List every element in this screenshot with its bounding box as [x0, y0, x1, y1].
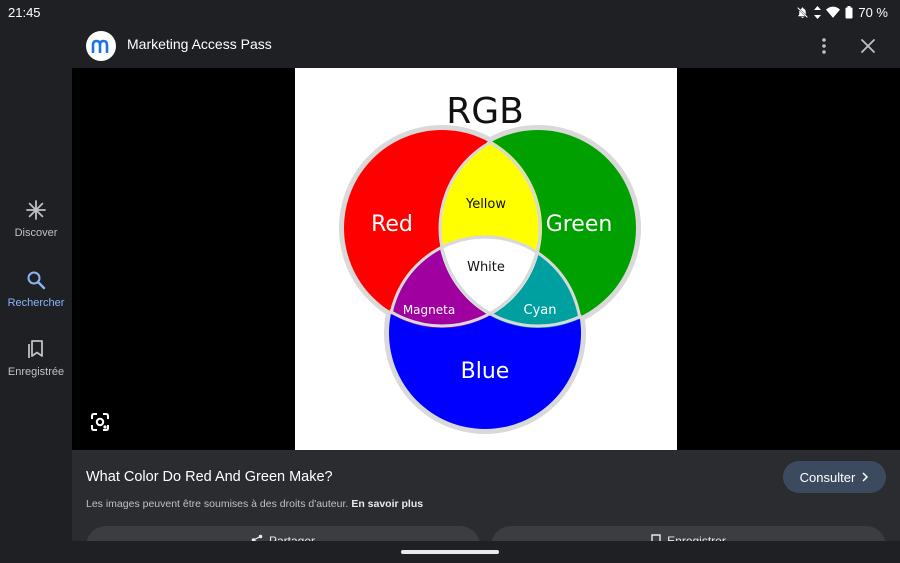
- notifications-off-icon: [796, 6, 809, 19]
- close-icon: [861, 39, 875, 53]
- rail-item-enregistree[interactable]: Enregistrée: [0, 339, 72, 378]
- battery-icon: [845, 5, 853, 19]
- more-options-button[interactable]: [814, 36, 834, 56]
- home-gesture-handle[interactable]: [401, 550, 499, 554]
- rgb-venn-diagram: RGB Red Green Blue Yellow White Magneta …: [339, 91, 641, 434]
- close-button[interactable]: [858, 36, 878, 56]
- chevron-right-icon: [861, 470, 869, 485]
- status-bar: 21:45 70 %: [0, 0, 900, 24]
- result-title[interactable]: What Color Do Red And Green Make?: [86, 469, 333, 485]
- rail-item-label: Rechercher: [7, 297, 65, 309]
- battery-level: 70 %: [858, 4, 888, 20]
- more-vert-icon: [822, 38, 826, 54]
- rail-item-label: Enregistrée: [7, 366, 65, 378]
- rail-item-rechercher[interactable]: Rechercher: [0, 270, 72, 309]
- navigation-rail: Discover Rechercher Enregistrée: [0, 24, 72, 563]
- page-title: Marketing Access Pass: [127, 36, 272, 52]
- cyan-overlap: [438, 237, 581, 328]
- consulter-button[interactable]: Consulter: [783, 461, 886, 493]
- label-magenta: Magneta: [403, 303, 455, 317]
- rail-item-label: Discover: [14, 227, 58, 239]
- lens-icon: [91, 413, 109, 431]
- rail-item-discover[interactable]: Discover: [0, 200, 72, 239]
- label-green: Green: [546, 212, 613, 237]
- data-arrows-icon: [814, 5, 822, 19]
- rgb-venn-image[interactable]: RGB Red Green Blue Yellow White Magneta …: [295, 68, 677, 450]
- label-red: Red: [371, 212, 413, 237]
- venn-title: RGB: [446, 91, 524, 132]
- copyright-notice: Les images peuvent être soumises à des d…: [86, 498, 423, 510]
- gesture-nav-area: [0, 541, 900, 563]
- asterisk-icon: [26, 200, 46, 223]
- label-blue: Blue: [461, 359, 510, 384]
- status-icons: 70 %: [796, 5, 888, 20]
- top-app-bar: Marketing Access Pass: [72, 24, 900, 68]
- lens-search-button[interactable]: [89, 411, 111, 433]
- site-logo-icon: [91, 39, 109, 53]
- image-viewer: RGB Red Green Blue Yellow White Magneta …: [72, 68, 900, 450]
- label-yellow: Yellow: [465, 197, 506, 212]
- label-cyan: Cyan: [524, 303, 557, 318]
- learn-more-link[interactable]: En savoir plus: [351, 498, 424, 510]
- bookmark-icon: [26, 339, 46, 362]
- site-logo[interactable]: [86, 31, 116, 61]
- label-white: White: [467, 260, 505, 275]
- consulter-label: Consulter: [799, 469, 856, 485]
- copyright-text: Les images peuvent être soumises à des d…: [86, 498, 349, 510]
- wifi-icon: [826, 6, 841, 18]
- search-icon: [26, 270, 46, 293]
- status-time: 21:45: [8, 4, 41, 20]
